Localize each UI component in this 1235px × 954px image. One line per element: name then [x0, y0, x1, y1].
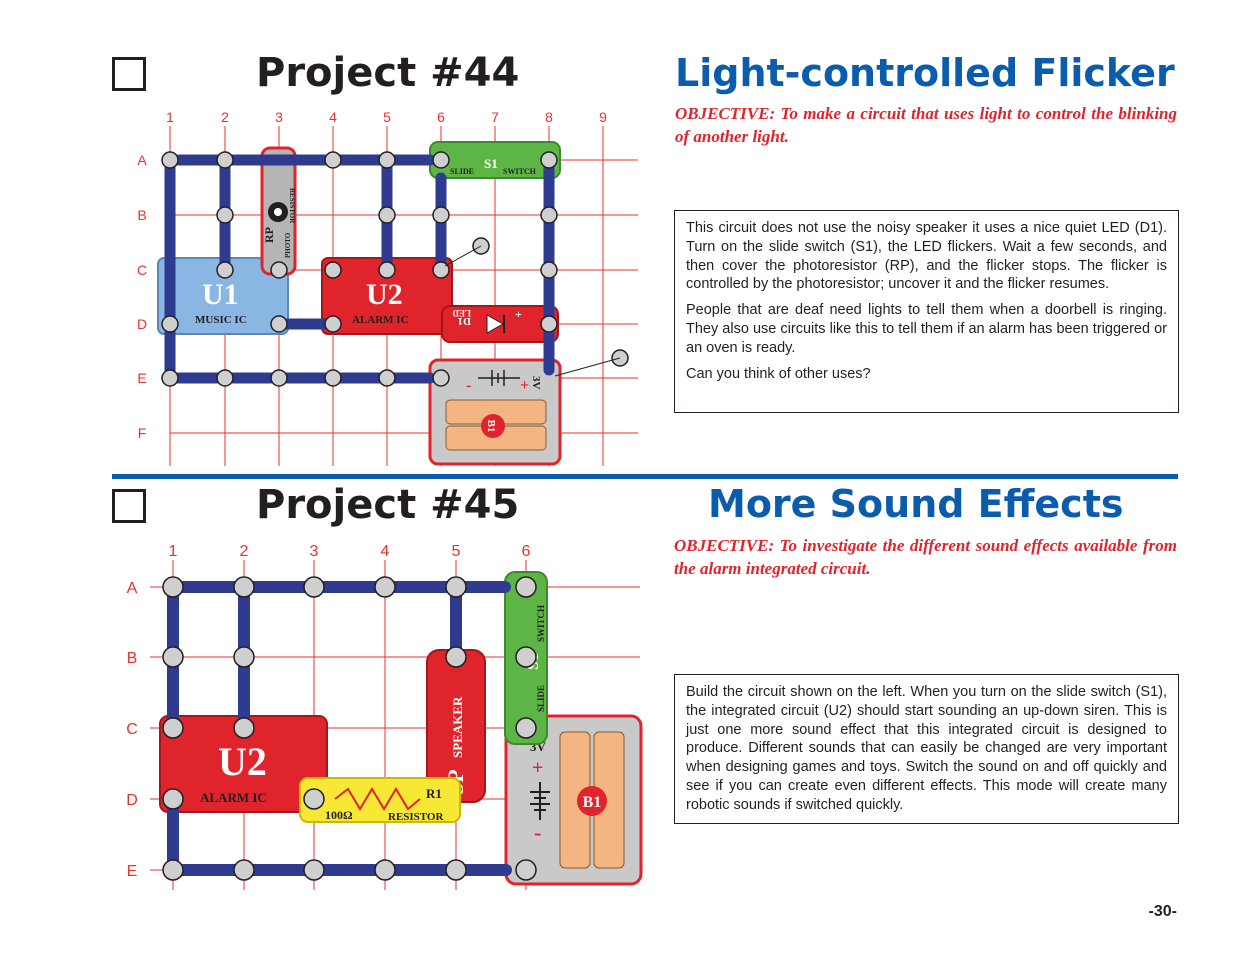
row-label: D — [126, 792, 138, 809]
r1-sublabel: RESISTOR — [388, 811, 444, 823]
row-labels: A B C D E — [126, 580, 138, 880]
snaps — [162, 576, 537, 881]
s1-left-label: SLIDE — [450, 167, 474, 176]
row-label: A — [127, 580, 138, 597]
page-number: -30- — [1148, 903, 1177, 920]
project-45-paragraph-1: Build the circuit shown on the left. Whe… — [686, 684, 1167, 813]
project-44-objective: OBJECTIVE: To make a circuit that uses l… — [675, 104, 1177, 146]
u1-sublabel: MUSIC IC — [195, 314, 247, 326]
column-labels: 1 2 3 4 5 6 — [169, 543, 531, 560]
rp-sublabel-resistor: RESISTOR — [288, 188, 296, 224]
project-44-description: This circuit does not use the noisy spea… — [674, 210, 1179, 413]
col-label: 4 — [381, 543, 390, 560]
rp-sublabel-photo: PHOTO — [284, 232, 292, 258]
r1-value: 100Ω — [325, 808, 353, 822]
u2-sublabel: ALARM IC — [200, 790, 267, 805]
b1-label: B1 — [485, 420, 497, 433]
battery-b1: B1 + - 3V — [428, 358, 562, 466]
project-44-paragraph-1: This circuit does not use the noisy spea… — [686, 220, 1167, 293]
d1-label: D1 — [458, 315, 471, 327]
sp-sublabel: SPEAKER — [450, 696, 465, 758]
col-label: 5 — [383, 109, 391, 125]
ic-u2: U2 ALARM IC — [159, 715, 328, 813]
u2-sublabel: ALARM IC — [352, 314, 409, 326]
project-44-name: Light-controlled Flicker — [675, 51, 1175, 95]
resistor-r1: 100Ω RESISTOR R1 — [299, 777, 461, 823]
project-44-circuit-diagram: 1 2 3 4 5 6 7 8 9 A B C D E F B1 + - 3V … — [137, 109, 638, 466]
col-label: 2 — [221, 109, 229, 125]
row-label: E — [127, 863, 138, 880]
row-label: A — [137, 152, 147, 168]
b1-minus: - — [466, 377, 471, 394]
section-divider — [112, 474, 1178, 479]
project-45-description: Build the circuit shown on the left. Whe… — [674, 674, 1179, 824]
r1-label: R1 — [426, 786, 442, 801]
ic-u1: U1 MUSIC IC — [157, 257, 289, 335]
col-label: 6 — [522, 543, 531, 560]
project-45-title: Project #45 — [256, 482, 520, 528]
s1-label: S1 — [484, 156, 498, 171]
col-label: 1 — [169, 543, 178, 560]
col-label: 5 — [452, 543, 461, 560]
rp-label: RP — [262, 227, 276, 243]
project-45-name: More Sound Effects — [708, 482, 1124, 526]
project-45-circuit-diagram: 1 2 3 4 5 6 A B C D E B1 3V + - U2 ALARM… — [126, 543, 643, 890]
battery-b1: B1 3V + - — [504, 714, 643, 886]
row-label: E — [137, 370, 146, 386]
col-label: 2 — [240, 543, 249, 560]
ic-u2: U2 ALARM IC — [321, 257, 453, 335]
u1-label: U1 — [202, 278, 239, 311]
col-label: 3 — [275, 109, 283, 125]
column-labels: 1 2 3 4 5 6 7 8 9 — [166, 109, 607, 125]
row-label: B — [137, 207, 146, 223]
b1-label: B1 — [583, 794, 602, 811]
s1-right-label: SWITCH — [503, 167, 537, 176]
col-label: 7 — [491, 109, 499, 125]
d1-plus: + — [515, 307, 522, 321]
b1-plus: + — [532, 757, 543, 779]
s1-right-label: SWITCH — [536, 605, 546, 642]
row-labels: A B C D E F — [137, 152, 147, 441]
col-label: 8 — [545, 109, 553, 125]
b1-voltage: 3V — [530, 376, 542, 390]
b1-minus: - — [534, 820, 541, 845]
col-label: 9 — [599, 109, 607, 125]
project-44-paragraph-2: People that are deaf need lights to tell… — [686, 302, 1167, 356]
u2-label: U2 — [218, 739, 267, 784]
snaps — [161, 151, 629, 387]
project-45-objective: OBJECTIVE: To investigate the different … — [674, 536, 1177, 578]
col-label: 3 — [310, 543, 319, 560]
photoresistor-rp: RP PHOTO RESISTOR — [260, 146, 297, 276]
col-label: 1 — [166, 109, 174, 125]
row-label: F — [138, 425, 147, 441]
wires — [167, 581, 512, 876]
col-label: 6 — [437, 109, 445, 125]
row-label: B — [127, 650, 138, 667]
project-44-checkbox[interactable] — [112, 57, 146, 91]
s1-left-label: SLIDE — [536, 685, 546, 712]
led-d1: D1 LED + — [441, 305, 559, 343]
project-45-checkbox[interactable] — [112, 489, 146, 523]
row-label: C — [137, 262, 147, 278]
col-label: 4 — [329, 109, 337, 125]
project-44-title: Project #44 — [256, 50, 520, 96]
u2-label: U2 — [366, 278, 403, 311]
b1-plus: + — [520, 377, 529, 394]
row-label: D — [137, 316, 147, 332]
d1-sublabel: LED — [452, 308, 471, 318]
project-44-paragraph-3: Can you think of other uses? — [686, 365, 871, 382]
row-label: C — [126, 721, 138, 738]
